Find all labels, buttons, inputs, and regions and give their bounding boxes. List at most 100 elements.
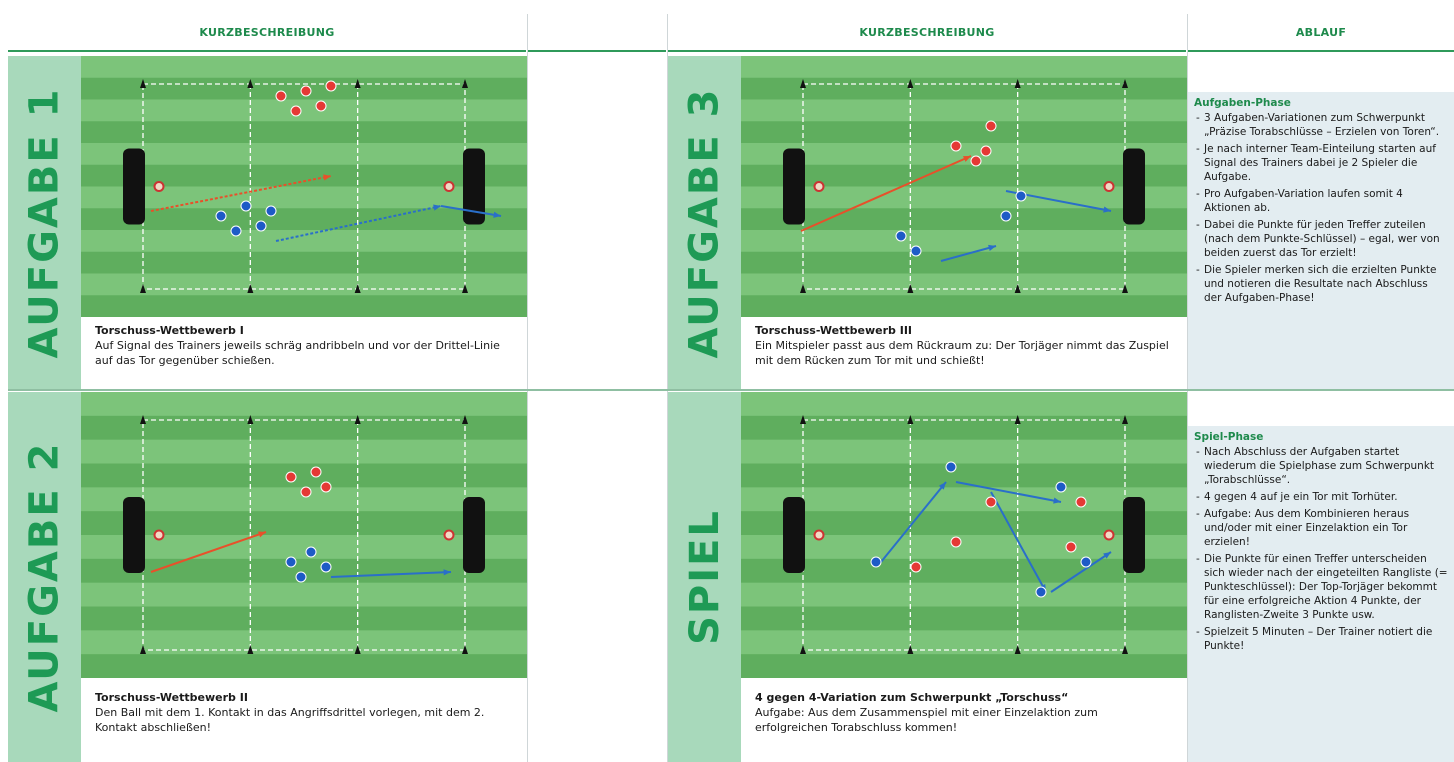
player-red (951, 537, 961, 547)
description-text: Ein Mitspieler passt aus dem Rückraum zu… (755, 338, 1173, 368)
player-blue (1016, 191, 1026, 201)
field-stripe (741, 187, 1187, 209)
field-stripe (81, 143, 527, 165)
goalkeeper-left (155, 182, 164, 191)
field-stripe (741, 559, 1187, 583)
field-stripe (81, 630, 527, 654)
field-stripe (81, 121, 527, 143)
list-item: Dabei die Punkte für jeden Treffer zutei… (1194, 218, 1448, 260)
list-item: Die Spieler merken sich die erzielten Pu… (1194, 263, 1448, 305)
description-4: 4 gegen 4-Variation zum Schwerpunkt „Tor… (741, 678, 1187, 762)
field-stripe (81, 654, 527, 678)
player-red (286, 472, 296, 482)
side-label-text: SPIEL (682, 509, 728, 645)
player-blue (296, 572, 306, 582)
field-stripe (741, 274, 1187, 296)
player-blue (216, 211, 226, 221)
goal-right (463, 497, 485, 573)
goal-left (123, 149, 145, 225)
field-stripe (741, 56, 1187, 78)
description-text: Aufgabe: Aus dem Zusammenspiel mit einer… (755, 705, 1173, 735)
field-stripe (81, 274, 527, 296)
field-stripe (741, 487, 1187, 511)
goalkeeper-left (815, 531, 824, 540)
drill-diagram-1 (81, 56, 527, 317)
drill-diagram-3 (741, 56, 1187, 317)
field-stripe (81, 187, 527, 209)
player-red (986, 121, 996, 131)
side-label-spiel: SPIEL (668, 392, 741, 762)
field-stripe (81, 440, 527, 464)
field-stripe (741, 583, 1187, 607)
list-item: 4 gegen 4 auf je ein Tor mit Torhüter. (1194, 490, 1448, 504)
player-red (311, 467, 321, 477)
list-item: 3 Aufgaben-Variationen zum Schwerpunkt „… (1194, 111, 1448, 139)
player-blue (896, 231, 906, 241)
player-red (1066, 542, 1076, 552)
field-stripe (741, 295, 1187, 317)
description-1: Torschuss-Wettbewerb I Auf Signal des Tr… (81, 317, 527, 389)
phase-list: 3 Aufgaben-Variationen zum Schwerpunkt „… (1194, 111, 1448, 305)
player-red (321, 482, 331, 492)
side-label-aufgabe-3: AUFGABE 3 (668, 56, 741, 389)
header-kurzbeschreibung-right: KURZBESCHREIBUNG (668, 14, 1186, 52)
side-label-text: AUFGABE 1 (22, 87, 68, 358)
header-kurzbeschreibung-left: KURZBESCHREIBUNG (8, 14, 526, 52)
player-blue (306, 547, 316, 557)
field-stripe (741, 630, 1187, 654)
phase-title: Spiel-Phase (1194, 430, 1448, 444)
field-stripe (741, 230, 1187, 252)
drill-diagram-4 (741, 392, 1187, 678)
field-stripe (81, 535, 527, 559)
field-stripe (81, 464, 527, 488)
list-item: Nach Abschluss der Aufgaben startet wied… (1194, 445, 1448, 487)
goalkeeper-left (155, 531, 164, 540)
description-2: Torschuss-Wettbewerb II Den Ball mit dem… (81, 678, 527, 762)
description-title: Torschuss-Wettbewerb II (95, 690, 513, 705)
player-red (291, 106, 301, 116)
player-blue (946, 462, 956, 472)
list-item: Spielzeit 5 Minuten – Der Trainer notier… (1194, 625, 1448, 653)
player-red (276, 91, 286, 101)
player-blue (1056, 482, 1066, 492)
side-label-text: AUFGABE 2 (22, 442, 68, 713)
list-item: Pro Aufgaben-Variation laufen somit 4 Ak… (1194, 187, 1448, 215)
field-stripe (741, 654, 1187, 678)
description-title: Torschuss-Wettbewerb III (755, 323, 1173, 338)
goalkeeper-right (1105, 531, 1114, 540)
list-item: Aufgabe: Aus dem Kombinieren heraus und/… (1194, 507, 1448, 549)
description-title: Torschuss-Wettbewerb I (95, 323, 513, 338)
field-stripe (81, 165, 527, 187)
field-stripe (81, 583, 527, 607)
side-label-aufgabe-2: AUFGABE 2 (8, 392, 81, 762)
goalkeeper-left (815, 182, 824, 191)
player-blue (321, 562, 331, 572)
player-red (911, 562, 921, 572)
goal-left (783, 149, 805, 225)
field-stripe (741, 78, 1187, 100)
player-blue (1001, 211, 1011, 221)
field-stripe (81, 100, 527, 122)
description-3: Torschuss-Wettbewerb III Ein Mitspieler … (741, 317, 1187, 389)
ablauf-aufgaben-phase: Aufgaben-Phase 3 Aufgaben-Variationen zu… (1188, 92, 1454, 389)
description-text: Den Ball mit dem 1. Kontakt in das Angri… (95, 705, 513, 735)
header-ablauf: ABLAUF (1188, 14, 1454, 52)
phase-title: Aufgaben-Phase (1194, 96, 1448, 110)
goalkeeper-right (1105, 182, 1114, 191)
header-empty (528, 14, 666, 52)
player-red (951, 141, 961, 151)
goal-right (1123, 149, 1145, 225)
row-divider (8, 389, 1454, 391)
field-stripe (741, 392, 1187, 416)
player-red (301, 86, 311, 96)
list-item: Die Punkte für einen Treffer unterscheid… (1194, 552, 1448, 622)
field-stripe (81, 295, 527, 317)
player-blue (1081, 557, 1091, 567)
header-label: KURZBESCHREIBUNG (859, 26, 994, 39)
goal-left (123, 497, 145, 573)
player-red (986, 497, 996, 507)
goalkeeper-right (445, 531, 454, 540)
header-label: ABLAUF (1296, 26, 1346, 39)
side-label-text: AUFGABE 3 (682, 87, 728, 358)
field-stripe (741, 535, 1187, 559)
